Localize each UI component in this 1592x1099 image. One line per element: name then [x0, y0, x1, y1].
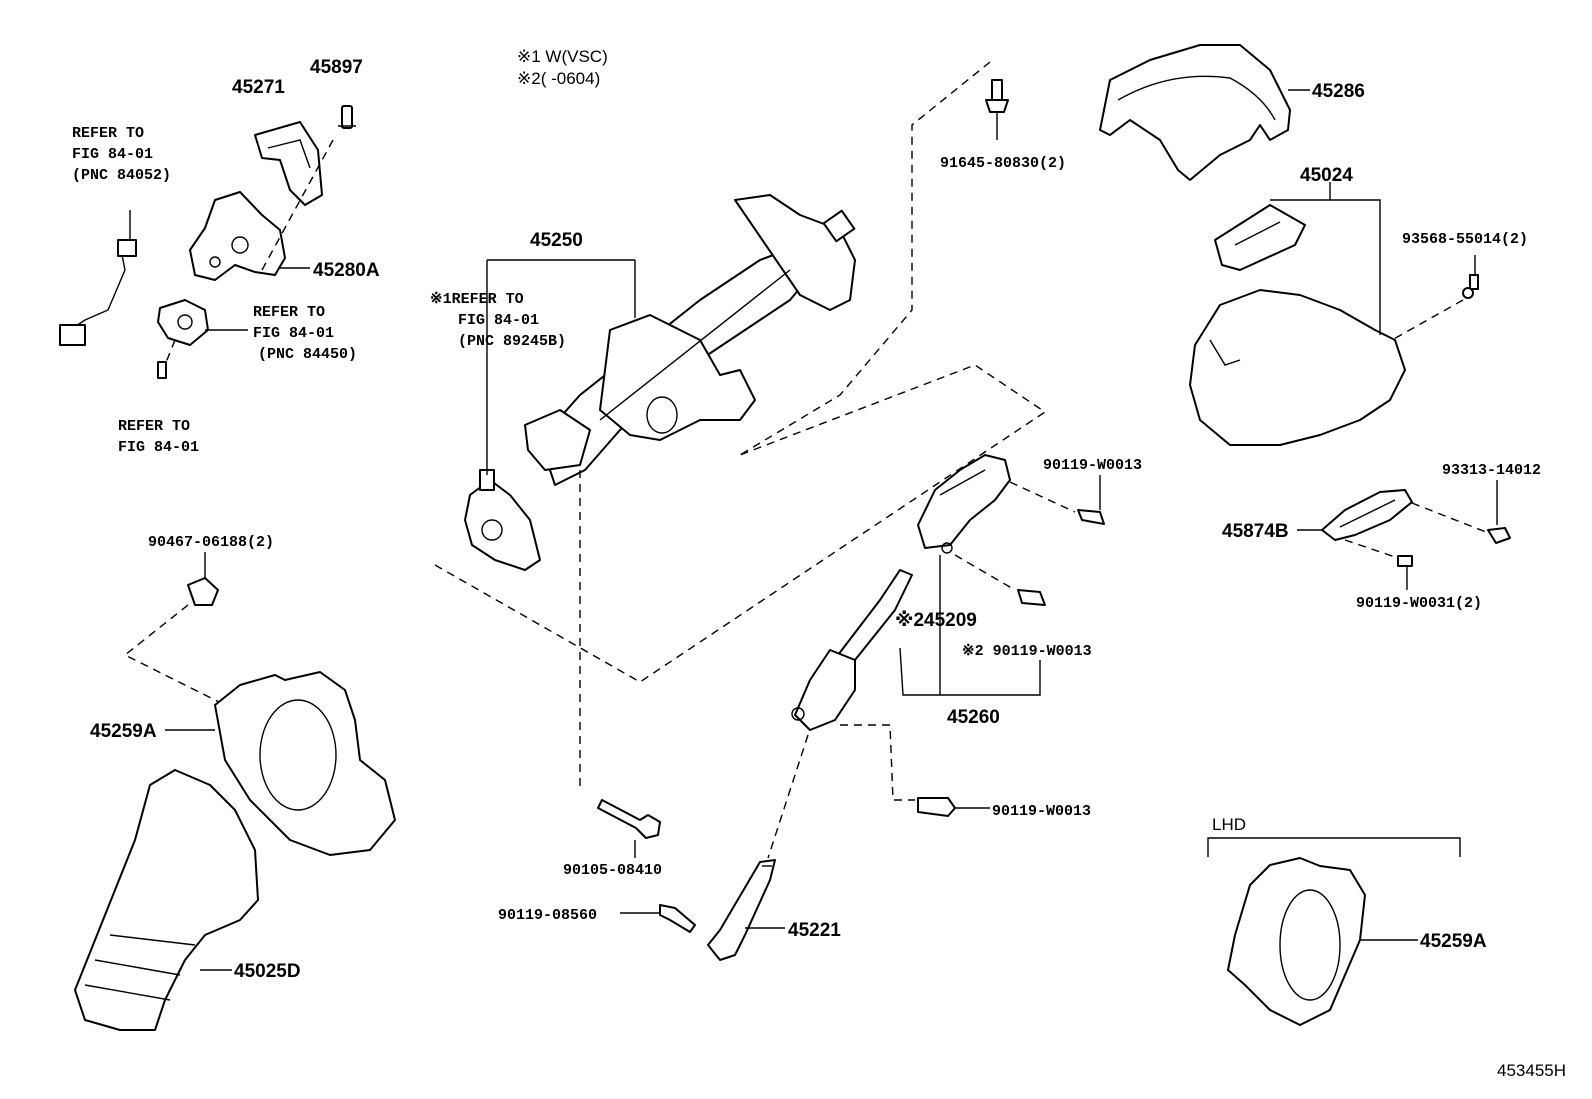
label-45286[interactable]: 45286 [1312, 81, 1365, 102]
label-90105[interactable]: 90105-08410 [563, 862, 662, 879]
part-45259A-left-shape[interactable] [214, 671, 396, 856]
clip-90467-shape [187, 577, 219, 606]
ref2-line1: REFER TO [253, 304, 325, 321]
dashed-link-w0013-b [954, 554, 1016, 591]
dashed-link-93568 [1391, 299, 1464, 341]
ref1-line3: (PNC 84052) [72, 167, 171, 184]
screw-93568-shape [1462, 274, 1479, 299]
part-45250-column-shape[interactable] [524, 194, 856, 486]
label-45874B[interactable]: 45874B [1222, 521, 1289, 542]
ref2-line2: FIG 84-01 [253, 325, 334, 342]
label-45209[interactable]: ※245209 [895, 610, 977, 631]
part-45025D-shape[interactable] [74, 769, 259, 1031]
ref3-line1: REFER TO [118, 418, 190, 435]
part-45024-plate-shape[interactable] [1214, 204, 1306, 271]
dashed-link-93313 [1411, 502, 1487, 533]
bolt-90119-w0013-c-shape [917, 797, 956, 817]
label-45897[interactable]: 45897 [310, 57, 363, 78]
dashed-link-w0013-c [840, 724, 915, 801]
variant-note-1: ※1 W(VSC) [517, 47, 608, 66]
label-45260[interactable]: 45260 [947, 707, 1000, 728]
dashed-link-45221 [767, 734, 809, 859]
label-93568[interactable]: 93568-55014(2) [1402, 231, 1528, 248]
dashed-link-90467 [123, 604, 226, 706]
ref4-line3: (PNC 89245B) [458, 333, 566, 350]
bracket-lhd [1207, 837, 1461, 857]
part-45271-shape[interactable] [254, 121, 323, 206]
label-45221[interactable]: 45221 [788, 920, 841, 941]
small-screw-84-01-shape [157, 361, 167, 379]
bolt-91645-shape [985, 79, 1009, 113]
label-90119-w0013-c[interactable]: 90119-W0013 [992, 803, 1091, 820]
dashed-boundary-top [739, 61, 991, 456]
bracket-45250 [486, 259, 636, 475]
connector-84450-shape [157, 299, 209, 346]
bolt-90105-shape [597, 799, 661, 839]
label-45259A-right[interactable]: 45259A [1420, 931, 1487, 952]
variant-note-2: ※2( -0604) [517, 69, 600, 88]
dashed-link-90119-w0031 [1344, 539, 1399, 559]
label-45025D[interactable]: 45025D [234, 961, 301, 982]
part-45209-shaft-shape[interactable] [791, 569, 913, 731]
label-45271[interactable]: 45271 [232, 77, 285, 98]
ref4-line1: ※1REFER TO [430, 291, 524, 308]
dashed-link-w0013-a [1009, 481, 1076, 513]
part-45260-universal-joint-upper-shape[interactable] [917, 454, 1011, 554]
bracket-45260 [899, 555, 1041, 696]
bolt-90119-w0031-shape [1397, 555, 1413, 567]
ref4-line2: FIG 84-01 [458, 312, 539, 329]
ref1-line2: FIG 84-01 [72, 146, 153, 163]
part-45024-lower-cover-shape[interactable] [1189, 289, 1406, 446]
label-91645[interactable]: 91645-80830(2) [940, 155, 1066, 172]
part-45897-screw-shape[interactable] [338, 105, 356, 129]
label-93313[interactable]: 93313-14012 [1442, 462, 1541, 479]
label-90467[interactable]: 90467-06188(2) [148, 534, 274, 551]
dashed-link-45897 [261, 139, 334, 271]
dashed-link-screw [164, 339, 176, 366]
part-45874B-shape[interactable] [1321, 489, 1413, 541]
part-45286-cover-shape[interactable] [1099, 44, 1291, 181]
connector-84052-shape [59, 210, 137, 346]
dashed-boundary-bottom [434, 364, 1047, 683]
label-90119-08560[interactable]: 90119-08560 [498, 907, 597, 924]
label-90119-w0013-b[interactable]: ※2 90119-W0013 [962, 643, 1092, 660]
label-45250[interactable]: 45250 [530, 230, 583, 251]
part-45259A-right-shape[interactable] [1227, 857, 1366, 1026]
label-45259A-left[interactable]: 45259A [90, 721, 157, 742]
part-89245B-sensor-shape [464, 469, 541, 571]
bolt-90119-08560-shape [659, 904, 696, 933]
bolt-90119-w0013-b-shape [1017, 589, 1046, 606]
label-45280A[interactable]: 45280A [313, 260, 380, 281]
lhd-label: LHD [1212, 815, 1246, 834]
ref2-line3: (PNC 84450) [258, 346, 357, 363]
label-90119-w0013-a[interactable]: 90119-W0013 [1043, 457, 1142, 474]
label-45024[interactable]: 45024 [1300, 165, 1353, 186]
part-45280A-shape[interactable] [189, 191, 286, 281]
ref1-line1: REFER TO [72, 125, 144, 142]
bolt-93313-shape [1487, 527, 1511, 544]
bracket-45024 [1270, 182, 1381, 335]
part-45221-shape[interactable] [707, 859, 776, 961]
label-90119-w0031[interactable]: 90119-W0031(2) [1356, 595, 1482, 612]
bolt-90119-w0013-a-shape [1077, 509, 1105, 525]
ref3-line2: FIG 84-01 [118, 439, 199, 456]
figure-id: 453455H [1497, 1061, 1566, 1080]
